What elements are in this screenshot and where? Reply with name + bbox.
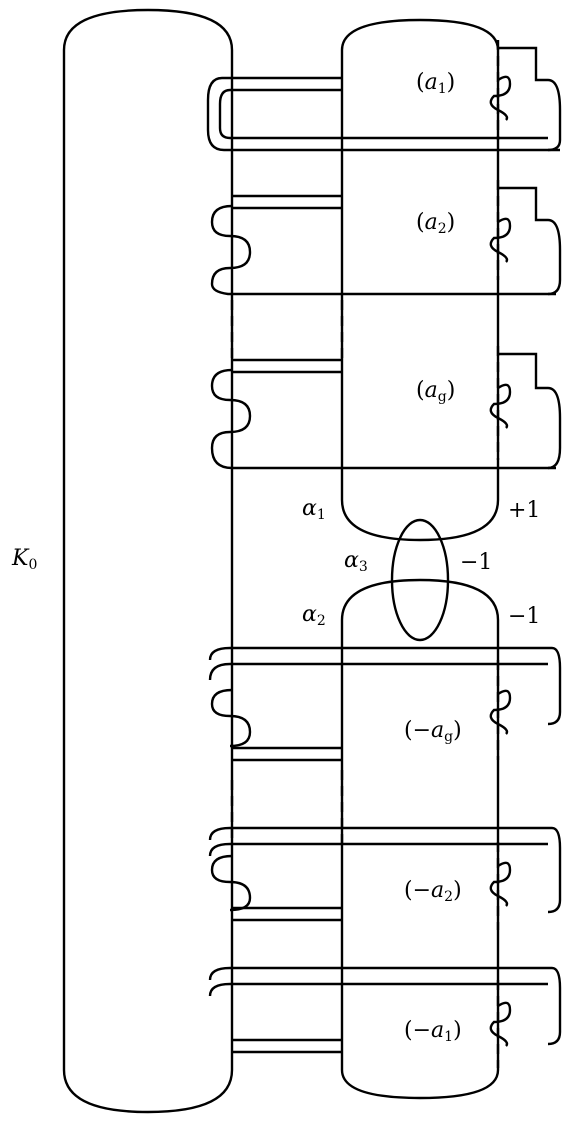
left-hook — [210, 204, 556, 296]
twist-label-neg-a2: (−a2) — [404, 878, 462, 905]
twist-curl — [489, 861, 512, 907]
twist-label-ag: (ag) — [416, 378, 456, 405]
lower-band-loop — [208, 826, 562, 914]
twist-curl — [489, 689, 512, 735]
alpha2-label: α2 — [302, 602, 326, 629]
left-hook — [210, 368, 556, 470]
right-hook — [498, 46, 562, 152]
alpha2-component — [340, 578, 500, 1100]
twist-label-neg-a1: (−a1) — [404, 1018, 462, 1045]
twist-curl — [489, 75, 512, 121]
right-hook — [498, 186, 562, 296]
lower-band-loop — [208, 966, 562, 1046]
lower-band-loop — [208, 646, 562, 726]
twist-curl — [210, 854, 252, 912]
twist-curl — [489, 383, 512, 429]
twist-label-a2: (a2) — [416, 210, 456, 237]
twist-label-neg-ag: (−ag) — [404, 718, 462, 745]
dotted-segment — [230, 300, 344, 850]
alpha1-component — [340, 18, 500, 542]
framing-alpha2-label: −1 — [508, 604, 541, 629]
twist-curl — [489, 1001, 512, 1047]
framing-alpha1-label: +1 — [508, 498, 541, 523]
left-hook — [206, 76, 560, 152]
framing-alpha3-label: −1 — [460, 550, 493, 575]
twist-curl — [210, 688, 252, 748]
right-hook — [498, 352, 562, 470]
alpha1-label: α1 — [302, 496, 326, 523]
band-rung — [232, 76, 342, 374]
twist-curl — [489, 217, 512, 263]
alpha3-component — [390, 518, 450, 642]
band-rung — [232, 746, 342, 1054]
k0-label: K0 — [12, 546, 38, 573]
twist-label-a1: (a1) — [416, 70, 456, 97]
alpha3-label: α3 — [344, 548, 368, 575]
k0-component — [62, 8, 234, 1114]
